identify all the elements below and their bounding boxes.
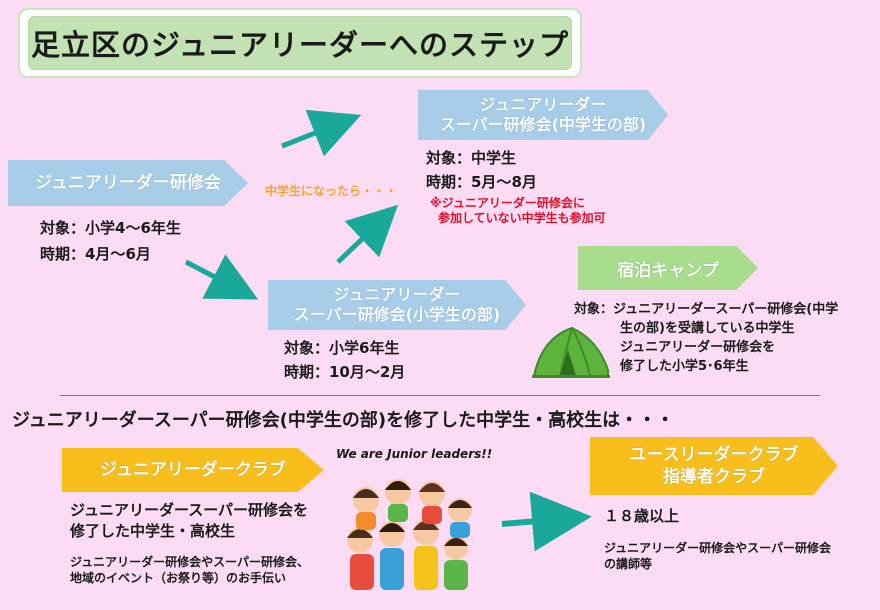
arrow-to-youth-club: [501, 491, 592, 552]
junior-training-period: 時期：4月～6月: [40, 245, 151, 263]
super-elem-line2: スーパー研修会(小学生の部): [293, 305, 501, 324]
club-label-text: ジュニアリーダークラブ: [100, 460, 286, 480]
club-label: ジュニアリーダークラブ: [62, 448, 324, 492]
child-bodies: [350, 504, 470, 590]
club-desc-2: 修了した中学生・高校生: [70, 522, 236, 540]
transition-note: 中学生になったら・・・: [265, 184, 398, 198]
super-middle-period: 時期：5月～8月: [426, 173, 537, 191]
children-group-icon: [347, 479, 472, 590]
arrow-to-super-middle-top: [281, 109, 362, 157]
youth-club-line1: ユースリーダークラブ: [629, 445, 799, 465]
junior-training-target: 対象：小学4～6年生: [40, 219, 181, 237]
super-middle-line2: スーパー研修会(中学生の部): [439, 115, 647, 134]
super-elem-target: 対象：小学6年生: [284, 339, 400, 357]
illustration-caption: We are Junior leaders!!: [336, 447, 493, 461]
camp-target-1: 対象：ジュニアリーダースーパー研修会(中学: [574, 302, 839, 317]
youth-club-line2: 指導者クラブ: [663, 467, 765, 487]
camp-target-2: 生の部)を受講している中学生: [620, 321, 795, 336]
super-elem-line1: ジュニアリーダー: [333, 285, 461, 304]
page-title: 足立区のジュニアリーダーへのステップ: [28, 16, 572, 70]
youth-club-role-1: ジュニアリーダー研修会やスーパー研修会: [604, 541, 832, 555]
super-elem-period: 時期：10月～2月: [284, 363, 406, 381]
tent-icon: [532, 326, 610, 378]
camp-target-4: 修了した小学5･6年生: [620, 359, 749, 374]
camp-label-text: 宿泊キャンプ: [617, 260, 719, 281]
youth-club-role-2: の講師等: [604, 557, 653, 571]
child-faces: [347, 479, 472, 560]
super-middle-line1: ジュニアリーダー: [479, 95, 607, 114]
camp-target: 対象：ジュニアリーダースーパー研修会(中学 生の部)を受講している中学生 ジュニ…: [574, 300, 838, 376]
super-elem-label: ジュニアリーダー スーパー研修会(小学生の部): [268, 280, 526, 330]
super-middle-label: ジュニアリーダー スーパー研修会(中学生の部): [418, 90, 668, 140]
section-heading: ジュニアリーダースーパー研修会(中学生の部)を修了した中学生・高校生は・・・: [12, 410, 675, 431]
super-middle-target: 対象：中学生: [426, 149, 517, 167]
arrow-to-super-elem: [184, 254, 259, 300]
camp-label: 宿泊キャンプ: [578, 246, 758, 290]
youth-club-label: ユースリーダークラブ 指導者クラブ: [590, 437, 838, 495]
youth-club-age: １８歳以上: [604, 507, 680, 525]
club-activity-1: ジュニアリーダー研修会やスーパー研修会、: [70, 555, 310, 569]
super-middle-note-2: 参加していない中学生も参加可: [438, 211, 606, 225]
super-middle-note-1: ※ジュニアリーダー研修会に: [430, 196, 585, 210]
arrow-elem-to-middle: [336, 204, 399, 264]
club-activity-2: 地域のイベント（お祭り等）のお手伝い: [70, 571, 287, 585]
junior-training-label-text: ジュニアリーダー研修会: [35, 173, 221, 193]
camp-target-3: ジュニアリーダー研修会を: [620, 340, 776, 355]
section-divider: [60, 395, 820, 396]
club-desc-1: ジュニアリーダースーパー研修会を: [70, 501, 309, 519]
junior-training-label: ジュニアリーダー研修会: [8, 160, 248, 206]
